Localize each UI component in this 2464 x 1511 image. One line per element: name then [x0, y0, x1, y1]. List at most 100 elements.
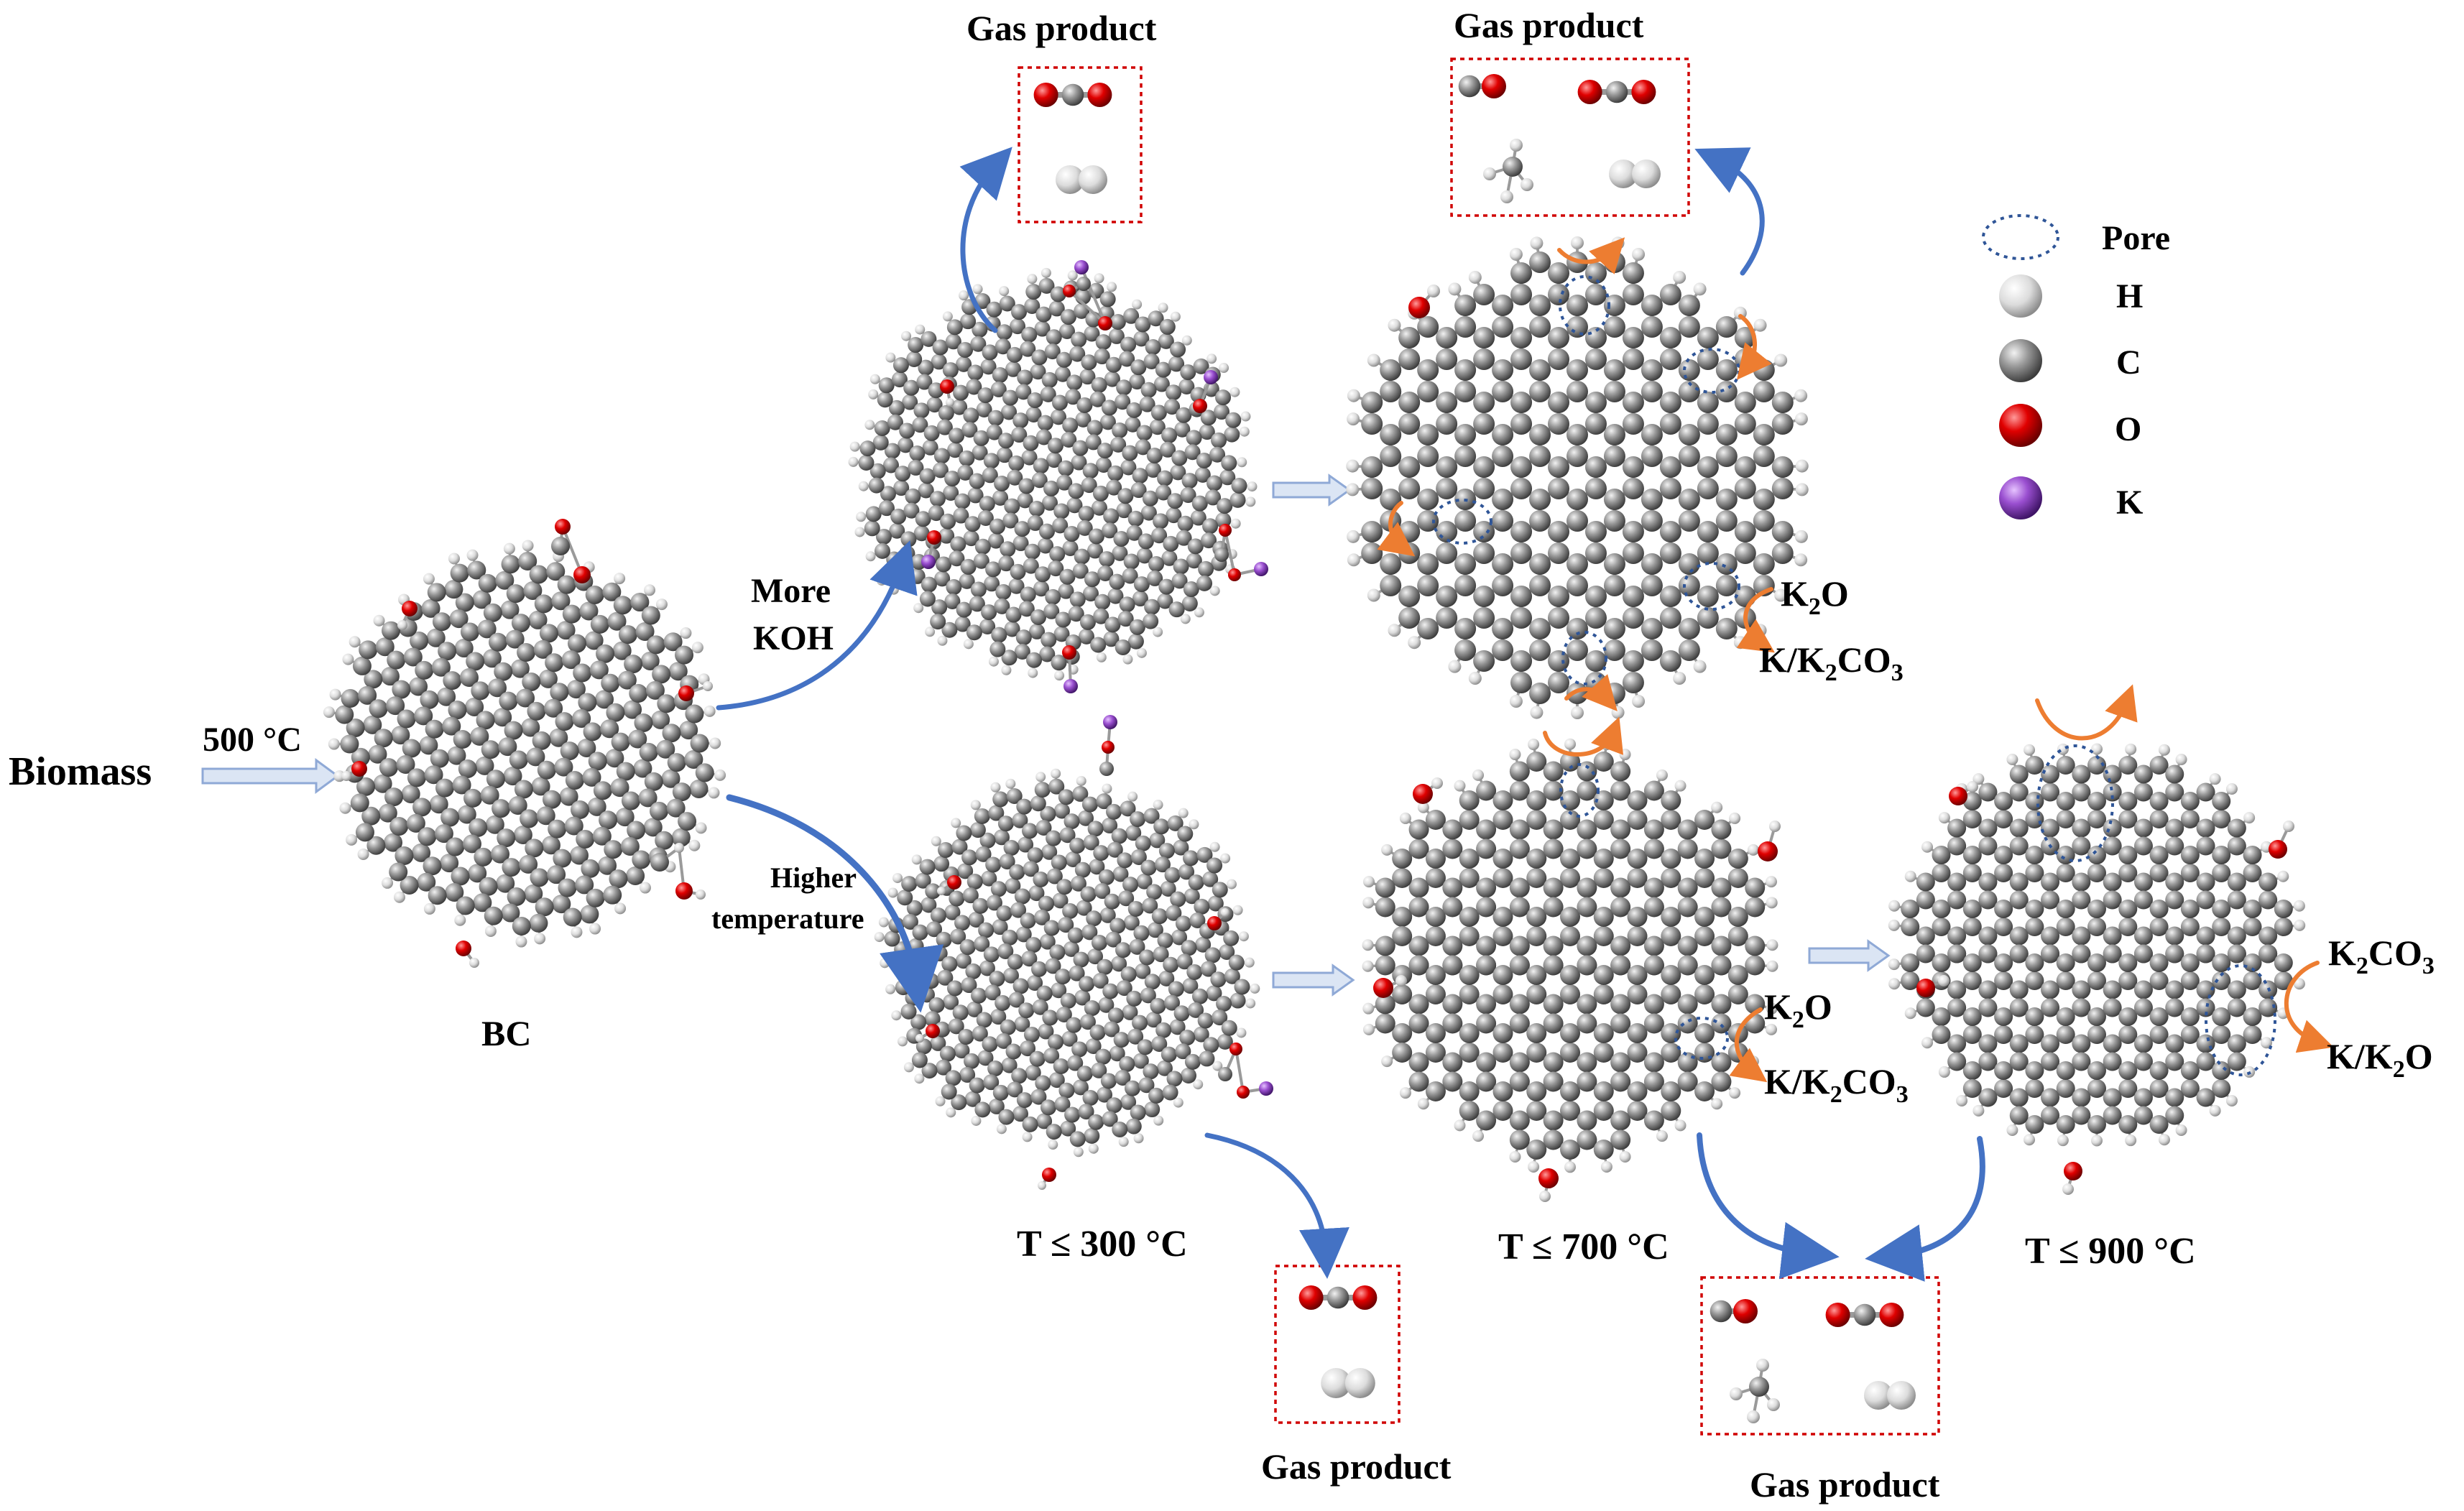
carbon-atom [1046, 830, 1062, 846]
carbon-atom [1408, 935, 1429, 956]
carbon-atom [893, 480, 910, 496]
carbon-atom [1694, 868, 1715, 888]
carbon-atom [1543, 761, 1564, 782]
carbon-atom [1492, 926, 1513, 946]
carbon-atom [585, 585, 604, 604]
carbon-atom [982, 344, 998, 361]
carbon-atom [1677, 1052, 1698, 1073]
carbon-atom [1566, 553, 1588, 575]
carbon-atom [902, 914, 918, 930]
carbon-atom [960, 313, 977, 330]
carbon-atom [1694, 965, 1715, 985]
hydrogen-atom [1158, 302, 1168, 313]
carbon-atom [964, 1053, 980, 1069]
carbon-atom [1060, 309, 1076, 325]
carbon-atom [1548, 392, 1570, 413]
carbon-atom [1661, 790, 1681, 810]
carbon-atom [662, 724, 681, 743]
carbon-atom [1086, 542, 1103, 559]
carbon-atom [1543, 819, 1564, 840]
carbon-atom [1509, 780, 1530, 801]
carbon-atom [1661, 810, 1681, 830]
carbon-atom [465, 697, 484, 716]
carbon-atom [1603, 359, 1625, 381]
carbon-atom [527, 701, 546, 721]
carbon-atom [1011, 427, 1028, 443]
carbon-atom [544, 698, 563, 718]
carbon-atom [1566, 575, 1588, 596]
carbon-atom [1125, 416, 1141, 433]
carbon-atom [627, 821, 646, 840]
carbon-atom [1135, 316, 1151, 333]
carbon-atom [678, 812, 697, 831]
carbon-atom [926, 921, 943, 938]
carbon-atom [898, 437, 914, 453]
carbon-atom [609, 869, 628, 889]
oxygen-atom [402, 601, 417, 616]
carbon-atom [541, 836, 560, 855]
carbon-atom [1627, 926, 1648, 946]
carbon-atom [1584, 262, 1607, 284]
carbon-atom [1627, 1101, 1648, 1121]
carbon-atom [994, 475, 1010, 491]
carbon-atom [1543, 877, 1564, 898]
carbon-atom [1715, 359, 1738, 381]
carbon-atom [586, 888, 605, 907]
hydrogen-atom [466, 549, 479, 561]
oxygen-atom [940, 379, 954, 394]
carbon-atom [430, 749, 449, 768]
carbon-atom [940, 513, 956, 530]
carbon-atom [1593, 965, 1614, 985]
hydrogen-atom [1362, 1023, 1375, 1035]
carbon-atom [518, 552, 537, 571]
carbon-atom [1577, 1129, 1597, 1150]
functional-group [921, 260, 1268, 693]
carbon-atom [478, 573, 497, 593]
carbon-atom [1593, 1023, 1614, 1043]
carbon-atom [1753, 359, 1775, 381]
carbon-atom [1492, 810, 1513, 830]
hydrogen-atom [1528, 739, 1540, 751]
carbon-atom [1659, 456, 1681, 478]
carbon-atom [506, 584, 525, 604]
carbon-atom [1610, 897, 1631, 918]
carbon-atom [1916, 944, 1935, 964]
carbon-atom [1610, 1071, 1631, 1092]
carbon-atom [1560, 849, 1580, 869]
carbon-atom [1454, 618, 1477, 639]
carbon-atom [959, 573, 975, 589]
carbon-atom [1099, 291, 1116, 308]
carbon-atom [1168, 981, 1184, 997]
carbon-atom [1123, 915, 1140, 931]
carbon-atom [1183, 581, 1199, 598]
carbon-atom [1050, 286, 1066, 302]
carbon-atom [1196, 452, 1212, 468]
carbon-atom [1161, 550, 1178, 566]
carbon-atom [1126, 402, 1143, 418]
potassium-atom [1074, 260, 1089, 274]
carbon-atom [1442, 819, 1463, 840]
carbon-atom [358, 685, 377, 705]
carbon-atom [546, 562, 566, 581]
hydrogen-atom [937, 635, 948, 646]
functional-group [1408, 285, 1440, 318]
carbon-atom [1068, 606, 1084, 622]
hydrogen-atom [1794, 412, 1808, 426]
carbon-atom [1048, 560, 1064, 577]
carbon-atom [1210, 971, 1227, 988]
carbon-atom [1417, 316, 1439, 338]
carbon-atom [1078, 505, 1094, 522]
carbon-atom [1627, 907, 1648, 927]
hydrogen-atom [1247, 481, 1258, 492]
carbon-atom [949, 890, 965, 907]
carbon-atom [1753, 510, 1775, 532]
carbon-atom [1118, 890, 1135, 907]
carbon-atom [1643, 1052, 1664, 1073]
carbon-atom [941, 956, 958, 972]
carbon-atom [1148, 1087, 1165, 1104]
carbon-atom [1034, 909, 1051, 925]
carbon-atom [1158, 970, 1175, 986]
carbon-atom [987, 1061, 1004, 1077]
carbon-atom [484, 906, 503, 925]
carbon-atom [1158, 843, 1175, 859]
